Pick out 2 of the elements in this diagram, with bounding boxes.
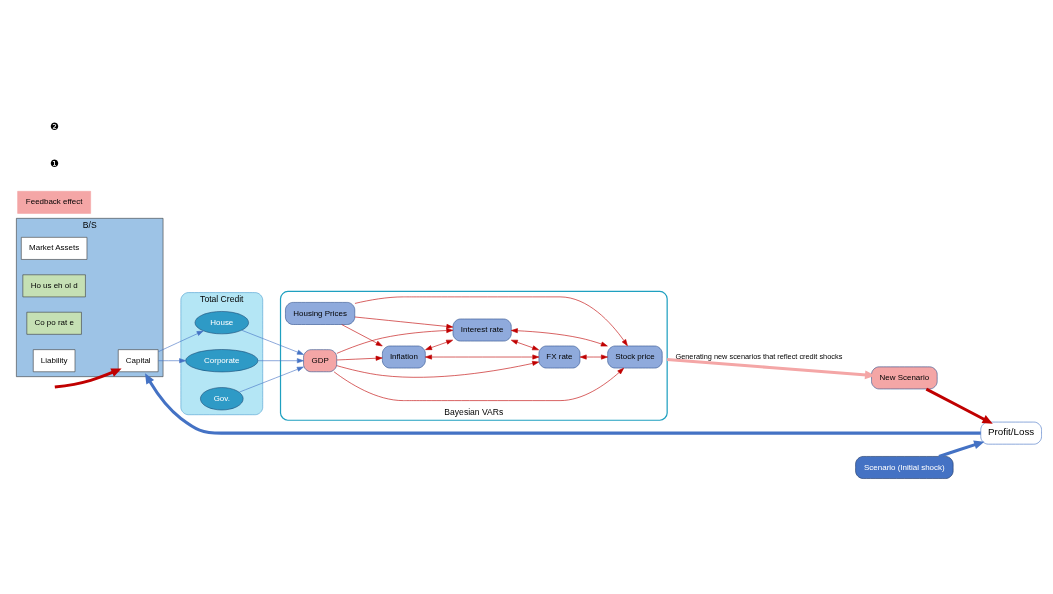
label: ❷ [49,120,59,132]
label: ❶ [49,157,59,169]
